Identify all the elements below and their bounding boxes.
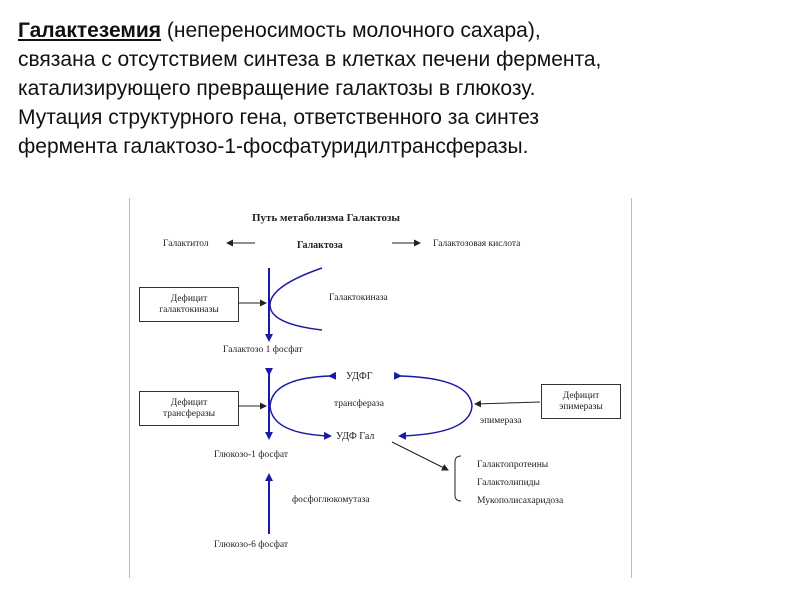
diagram-arrows (226, 239, 541, 534)
intro-line-1: Галактеземия (непереносимость молочного … (18, 16, 788, 45)
arrow-to-products (391, 441, 449, 471)
label-epimerase: эпимераза (480, 416, 522, 426)
deficit-transferase-line-2: трансферазы (162, 408, 216, 419)
deficit-epimerase-line-1: Дефицит (562, 390, 600, 401)
label-udpgal: УДФ Гал (336, 431, 375, 442)
intro-line-4: Мутация структурного гена, ответственног… (18, 106, 539, 129)
label-glc1p: Глюкозо-1 фосфат (214, 450, 288, 460)
transferase-curve (269, 371, 337, 440)
intro-line-1-rest: (непереносимость молочного сахара), (161, 19, 541, 42)
intro-text: Галактеземия (непереносимость молочного … (18, 16, 788, 161)
deficit-kinase-line-1: Дефицит (170, 293, 208, 304)
box-deficit-transferase: Дефицит трансферазы (139, 391, 239, 426)
epimerase-curve (393, 371, 473, 440)
label-transferase: трансфераза (334, 399, 384, 409)
arrow-deficit-epimerase (474, 400, 541, 408)
label-glc6p: Глюкозо-6 фосфат (214, 540, 288, 550)
disease-term: Галактеземия (18, 19, 162, 42)
intro-line-2: связана с отсутствием синтеза в клетках … (18, 48, 602, 71)
label-galactonic-acid: Галактозовая кислота (433, 239, 521, 249)
label-galactitol: Галактитол (163, 239, 209, 249)
deficit-epimerase-line-2: эпимеразы (559, 401, 603, 412)
deficit-transferase-line-1: Дефицит (170, 397, 208, 408)
product-galactoproteins: Галактопротеины (477, 460, 549, 470)
intro-line-3: катализирующего превращение галактозы в … (18, 77, 536, 100)
galactokinase-curve (269, 267, 323, 331)
label-phosphoglucomutase: фосфоглюкомутаза (292, 495, 370, 505)
metabolism-diagram: Путь метаболизма Галактозы Галактитол Га… (129, 198, 632, 578)
box-deficit-epimerase: Дефицит эпимеразы (541, 384, 621, 419)
diagram-title: Путь метаболизма Галактозы (252, 212, 400, 224)
products-bracket (454, 455, 462, 502)
deficit-kinase-line-2: галактокиназы (159, 304, 219, 315)
label-udpg: УДФГ (346, 371, 373, 382)
box-deficit-galactokinase: Дефицит галактокиназы (139, 287, 239, 322)
label-galactose: Галактоза (297, 240, 343, 251)
product-mucopolysaccharidosis: Мукополисахаридоза (477, 496, 564, 506)
product-galactolipids: Галактолипиды (477, 478, 540, 488)
intro-line-5: фермента галактозо-1-фосфатуридилтрансфе… (18, 135, 529, 158)
label-galactokinase: Галактокиназа (329, 293, 388, 303)
label-gal1p: Галактозо 1 фосфат (223, 345, 303, 355)
